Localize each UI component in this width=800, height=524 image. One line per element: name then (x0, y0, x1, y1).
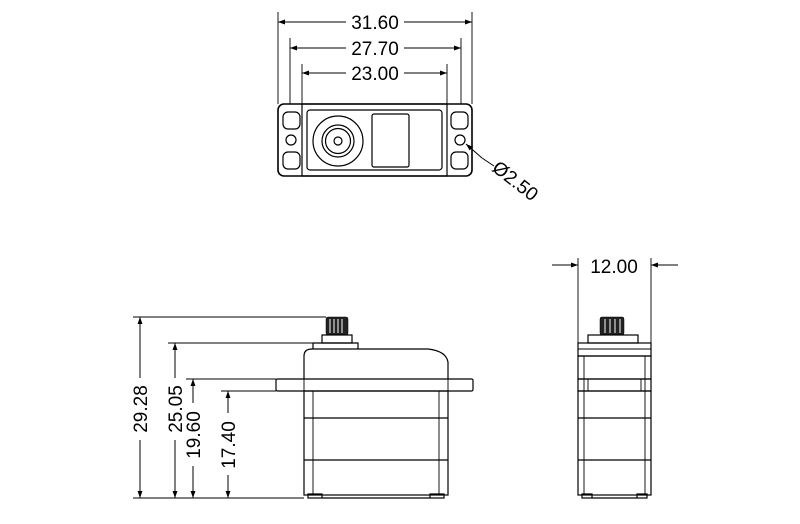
front-view: 29.28 25.05 19.60 17.40 (131, 316, 474, 499)
output-gear-housing (312, 115, 364, 167)
mount-hole-mr (454, 134, 466, 146)
dimension-flange-top: 19.60 (184, 379, 205, 498)
mount-hole-br (450, 151, 469, 170)
side-view: 12.00 (552, 257, 678, 499)
top-view-body (277, 103, 473, 177)
dimension-flange-bottom: 17.40 (219, 391, 240, 498)
dim-label-hole-diameter: Ø2.50 (488, 157, 542, 205)
dimension-overall-width: 31.60 (278, 13, 472, 34)
dim-label-flange-top: 19.60 (184, 411, 205, 459)
dimension-body-width: 23.00 (302, 64, 447, 85)
dim-label-body-depth: 12.00 (590, 257, 638, 278)
mount-hole-tl (282, 111, 301, 130)
dimension-body-height: 25.05 (166, 343, 187, 498)
label-pad (371, 113, 410, 168)
dimension-hole-diameter: Ø2.50 (465, 143, 542, 206)
mount-hole-bl (282, 151, 301, 170)
dim-label-flange-bottom: 17.40 (219, 421, 240, 469)
dim-label-total-height: 29.28 (131, 385, 152, 433)
output-spline-icon (325, 316, 349, 336)
mounting-flange (275, 378, 474, 392)
dim-label-body-height: 25.05 (166, 385, 187, 433)
side-view-body (577, 316, 652, 499)
dimension-body-depth: 12.00 (552, 257, 678, 278)
dimension-total-height: 29.28 (131, 317, 152, 498)
mount-hole-ml (285, 134, 297, 146)
dim-label-body-width: 23.00 (351, 64, 399, 85)
dim-label-overall-width: 31.60 (351, 13, 399, 34)
top-view: 31.60 27.70 23.00 (277, 12, 542, 206)
dimension-hole-spacing: 27.70 (290, 39, 461, 60)
front-view-body (275, 316, 474, 499)
dim-label-hole-spacing: 27.70 (351, 39, 399, 60)
mount-hole-tr (450, 111, 469, 130)
output-shaft-icon (333, 136, 343, 146)
